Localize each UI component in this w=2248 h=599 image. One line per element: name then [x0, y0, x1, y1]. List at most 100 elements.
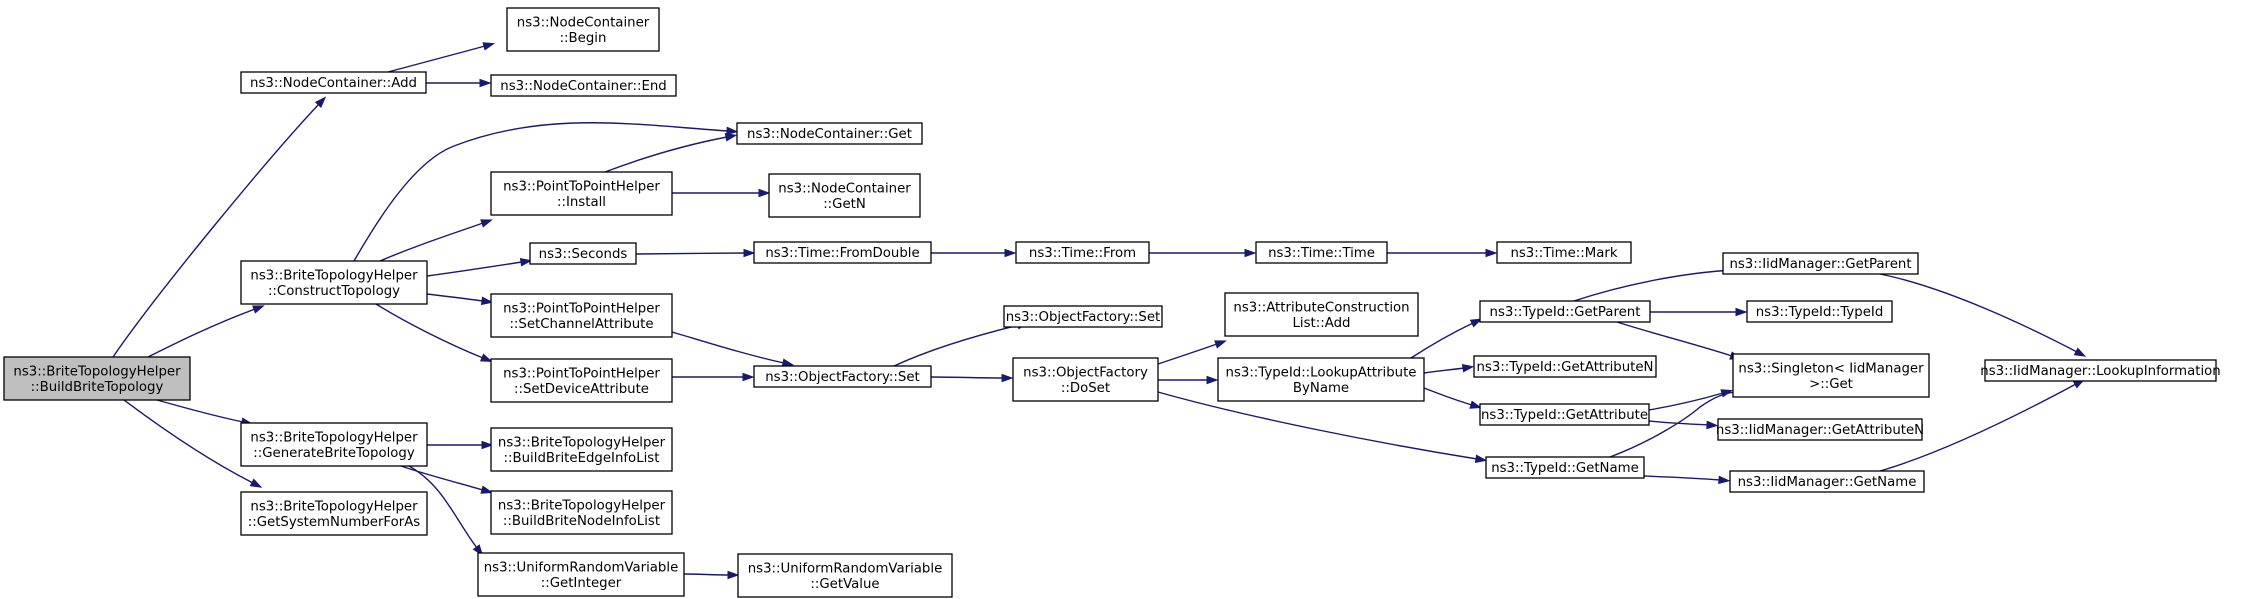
arrowhead-icon [519, 257, 533, 267]
node-label: ::Begin [560, 31, 607, 46]
node-label: ::GenerateBriteTopology [253, 446, 415, 461]
graph-node[interactable]: ns3::Time::Mark [1496, 241, 1632, 264]
edge-n11-n12 [1387, 248, 1498, 258]
graph-node[interactable]: ns3::NodeContainer::GetN [768, 173, 921, 218]
edge-line [1643, 475, 1721, 481]
edge-line [147, 308, 256, 358]
edge-n17-n28 [1157, 391, 1488, 464]
graph-node[interactable]: ns3::NodeContainer::Begin [506, 7, 660, 52]
node-label: ns3::NodeContainer::End [500, 79, 666, 94]
graph-node[interactable]: ns3::UniformRandomVariable::GetInteger [477, 552, 685, 597]
node-box [240, 71, 427, 94]
node-label: ns3::TypeId::LookupAttribute [1226, 365, 1417, 380]
node-box [1722, 252, 1919, 275]
node-label: ::GetInteger [541, 576, 622, 591]
edge-line [1157, 391, 1478, 460]
edge-n21-n25 [1879, 273, 2087, 357]
graph-node[interactable]: ns3::Time::Time [1255, 241, 1388, 264]
arrowhead-icon [1469, 400, 1483, 409]
node-label: ns3::IidManager::LookupInformation [1980, 364, 2220, 379]
graph-node[interactable]: ns3::UniformRandomVariable::GetValue [737, 553, 953, 598]
edge-line [1423, 387, 1473, 406]
graph-node[interactable]: ns3::TypeId::GetAttributeN [1473, 355, 1657, 378]
edge-line [353, 122, 729, 262]
edge-line [426, 293, 484, 302]
node-box [1224, 292, 1419, 337]
node-label: ns3::IidManager::GetName [1738, 475, 1917, 490]
graph-node[interactable]: ns3::IidManager::LookupInformation [1980, 359, 2221, 382]
node-label: ns3::Time::From [1029, 246, 1136, 261]
graph-node[interactable]: ns3::TypeId::GetName [1485, 456, 1645, 479]
node-box [490, 171, 673, 216]
graph-node[interactable]: ns3::TypeId::GetAttribute [1479, 403, 1650, 426]
graph-node[interactable]: ns3::NodeContainer::Get [736, 122, 923, 145]
graph-node-root[interactable]: ns3::BriteTopologyHelper::BuildBriteTopo… [3, 356, 191, 401]
arrowhead-icon [726, 126, 739, 136]
graph-node[interactable]: ns3::PointToPointHelper::SetChannelAttri… [490, 293, 673, 338]
node-box [529, 242, 637, 265]
node-label: ::BuildBriteEdgeInfoList [504, 451, 660, 466]
edge-n16-n15 [672, 372, 755, 382]
node-label: ns3::TypeId::GetAttribute [1481, 408, 1648, 423]
graph-node[interactable]: ns3::PointToPointHelper::SetDeviceAttrib… [490, 358, 673, 403]
node-label: ns3::BriteTopologyHelper [250, 268, 418, 283]
graph-node[interactable]: ns3::ObjectFactory::Set [753, 365, 932, 388]
node-label: ns3::BriteTopologyHelper [13, 364, 181, 379]
graph-node[interactable]: ns3::Time::From [1015, 241, 1150, 264]
edge-line [426, 261, 523, 277]
node-label: ::GetValue [810, 577, 879, 592]
node-box [1984, 359, 2217, 382]
edge-n4-n6 [379, 219, 493, 262]
edge-n26-n24 [1648, 389, 1734, 411]
node-label: ns3::ObjectFactory::Set [765, 370, 919, 385]
arrowhead-icon [1718, 475, 1731, 485]
edge-n4-n16 [375, 303, 493, 362]
node-label: ::SetChannelAttribute [509, 317, 653, 332]
node-box [490, 427, 673, 472]
graph-node[interactable]: ns3::BriteTopologyHelper::BuildBriteEdge… [490, 427, 673, 472]
edge-n13-n15 [671, 331, 795, 367]
graph-node[interactable]: ns3::BriteTopologyHelper::ConstructTopol… [240, 260, 428, 305]
graph-node[interactable]: ns3::Singleton< IidManager >::Get [1732, 353, 1930, 398]
graph-node[interactable]: ns3::Seconds [529, 242, 637, 265]
node-box [737, 553, 953, 598]
node-label: ns3::TypeId::GetName [1491, 461, 1639, 476]
graph-node[interactable]: ns3::TypeId::GetParent [1479, 300, 1651, 323]
node-label: ns3::BriteTopologyHelper [498, 498, 666, 513]
graph-node[interactable]: ns3::NodeContainer::End [490, 74, 677, 97]
node-box [1015, 241, 1150, 264]
edge-n20-n22 [1649, 307, 1748, 317]
node-box [1496, 241, 1632, 264]
graph-node[interactable]: ns3::PointToPointHelper::Install [490, 171, 673, 216]
graph-node[interactable]: ns3::IidManager::GetName [1729, 470, 1925, 493]
node-label: List::Add [1293, 316, 1351, 331]
node-label: ::GetN [823, 197, 866, 212]
graph-node[interactable]: ns3::BriteTopologyHelper::GetSystemNumbe… [240, 491, 428, 536]
graph-node[interactable]: ns3::BriteTopologyHelper::BuildBriteNode… [490, 490, 673, 535]
graph-node[interactable]: ns3::ObjectFactory::DoSet [1012, 357, 1159, 402]
node-label: ns3::Time::Mark [1510, 246, 1617, 261]
arrowhead-icon [1469, 318, 1483, 328]
graph-node[interactable]: ns3::Time::FromDouble [753, 241, 932, 264]
node-label: ns3::PointToPointHelper [503, 301, 660, 316]
node-label: ::Install [557, 195, 606, 210]
graph-node[interactable]: ns3::IidManager::GetAttributeN [1716, 418, 1924, 441]
edge-line [1879, 383, 2077, 472]
graph-node[interactable]: ns3::BriteTopologyHelper::GenerateBriteT… [240, 422, 428, 467]
node-box [506, 7, 660, 52]
node-box [1717, 418, 1923, 441]
edge-line [1410, 322, 1474, 359]
arrowhead-icon [2073, 347, 2087, 357]
edge-n0-n1 [112, 96, 327, 358]
graph-node[interactable]: ns3::NodeContainer::Add [240, 71, 427, 94]
graph-node[interactable]: ns3::IidManager::GetParent [1722, 252, 1919, 275]
call-graph-nodes: ns3::BriteTopologyHelper::BuildBriteTopo… [3, 7, 2221, 598]
node-box [1729, 470, 1925, 493]
graph-node[interactable]: ns3::ObjectFactory::Set [1003, 305, 1163, 328]
node-label: ns3::ObjectFactory::Set [1006, 310, 1160, 325]
graph-node[interactable]: ns3::TypeId::TypeId [1746, 300, 1893, 323]
node-box [1003, 305, 1163, 328]
arrowhead-icon [758, 188, 771, 198]
